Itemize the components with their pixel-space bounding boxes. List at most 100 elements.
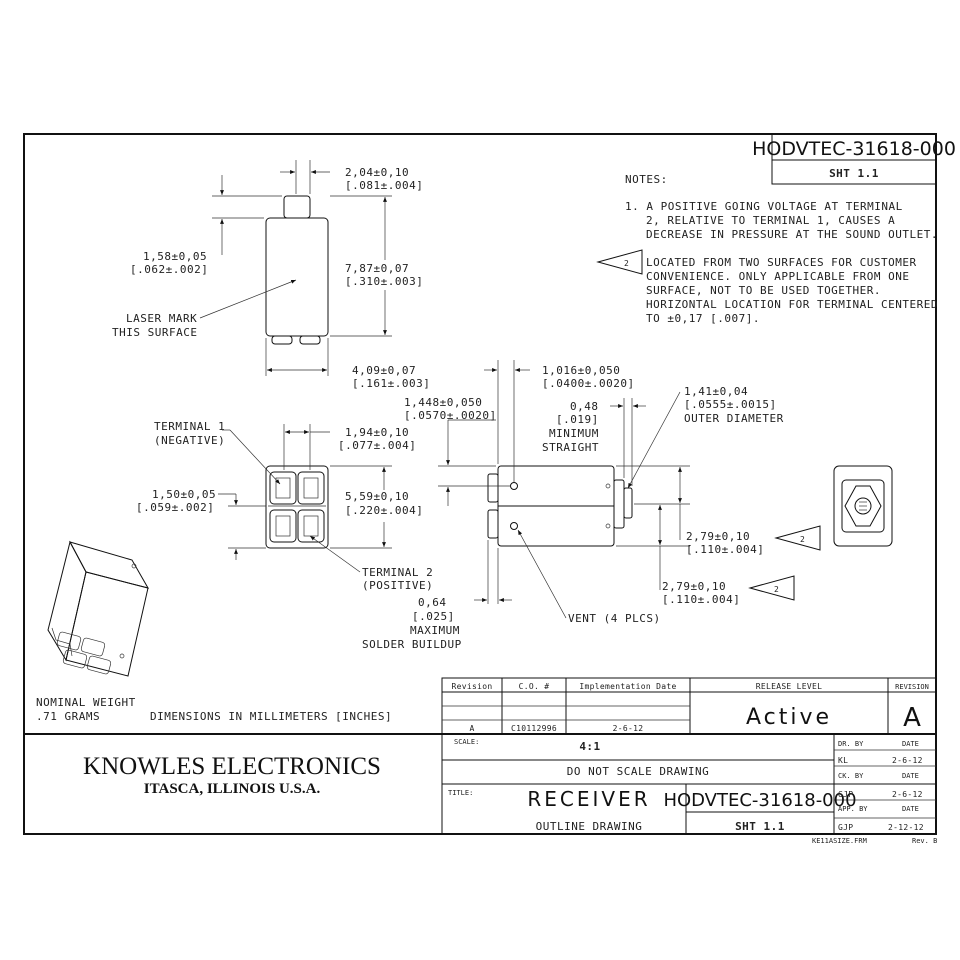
dr-by-label: DR. BY <box>838 740 864 748</box>
release-level-label: RELEASE LEVEL <box>756 682 823 691</box>
dim-2-04-inch: [.081±.004] <box>345 179 423 192</box>
dim-1-41-inch: [.0555±.0015] <box>684 398 777 411</box>
ck-date: 2-6-12 <box>892 790 923 799</box>
top-view: 2,04±0,10 [.081±.004] 1,58±0,05 [.062±.0… <box>112 160 430 390</box>
dim-2-79-a-inch: [.110±.004] <box>686 543 764 556</box>
terminal-2-label: TERMINAL 2 <box>362 566 433 579</box>
dim-4-09-inch: [.161±.003] <box>352 377 430 390</box>
note-flag-number: 2 <box>624 259 629 268</box>
isometric-view <box>47 540 150 677</box>
dim-7-87-inch: [.310±.003] <box>345 275 423 288</box>
dim-1-016: 1,016±0,050 <box>542 364 620 377</box>
dim-1-50: 1,50±0,05 <box>152 488 216 501</box>
weight-value: .71 GRAMS <box>36 710 100 723</box>
terminal-2-sub: (POSITIVE) <box>362 579 433 592</box>
title-sheet-number: SHT 1.1 <box>735 820 785 833</box>
note-2-line-2: CONVENIENCE. ONLY APPLICABLE FROM ONE <box>646 270 910 283</box>
note-2-line-5: TO ±0,17 [.007]. <box>646 312 760 325</box>
dr-date-label: DATE <box>902 740 919 748</box>
end-view <box>833 465 893 547</box>
release-level-value: Active <box>746 705 832 730</box>
drawing-border <box>23 133 937 835</box>
scale-value: 4:1 <box>579 740 600 753</box>
sheet-number: SHT 1.1 <box>829 167 879 180</box>
dim-5-59: 5,59±0,10 <box>345 490 409 503</box>
dim-0-48-straight: STRAIGHT <box>542 441 599 454</box>
revision-value: A <box>903 703 921 733</box>
dr-by: KL <box>838 756 848 765</box>
dim-1-41: 1,41±0,04 <box>684 385 748 398</box>
do-not-scale: DO NOT SCALE DRAWING <box>567 765 709 778</box>
rev-row-date: 2-6-12 <box>613 724 644 733</box>
terminal-1-label: TERMINAL 1 <box>154 420 225 433</box>
weight-label: NOMINAL WEIGHT <box>36 696 136 709</box>
dim-4-09: 4,09±0,07 <box>352 364 416 377</box>
dim-0-64-solder: SOLDER BUILDUP <box>362 638 462 651</box>
note-2-line-3: SURFACE, NOT TO BE USED TOGETHER. <box>646 284 881 297</box>
dim-0-48-inch: [.019] <box>556 413 599 426</box>
dim-1-448-inch: [.0570±.0020] <box>404 409 497 422</box>
ck-by-label: CK. BY <box>838 772 864 780</box>
title-drawing-number: HODVTEC-31618-000 <box>663 790 856 811</box>
rev-row-revision: A <box>469 724 474 733</box>
revision-label: REVISION <box>895 683 929 691</box>
app-by-label: APP. BY <box>838 805 868 813</box>
laser-mark-label-2: THIS SURFACE <box>112 326 197 339</box>
rev-header-co: C.O. # <box>519 682 550 691</box>
units-note: DIMENSIONS IN MILLIMETERS [INCHES] <box>150 710 392 723</box>
flag-a-number: 2 <box>800 535 805 544</box>
dim-5-59-inch: [.220±.004] <box>345 504 423 517</box>
dim-7-87: 7,87±0,07 <box>345 262 409 275</box>
rev-row-co: C10112996 <box>511 724 557 733</box>
rev-note: Rev. B <box>912 837 937 845</box>
dr-date: 2-6-12 <box>892 756 923 765</box>
terminal-view: TERMINAL 1 (NEGATIVE) 1,94±0,10 [.077±.0… <box>136 420 433 592</box>
dim-0-64-max: MAXIMUM <box>410 624 460 637</box>
company-name: KNOWLES ELECTRONICS <box>83 753 381 780</box>
title-label: TITLE: <box>448 789 473 797</box>
rev-header-revision: Revision <box>452 682 493 691</box>
ck-by: GJP <box>838 790 853 799</box>
app-date: 2-12-12 <box>888 823 924 832</box>
app-date-label: DATE <box>902 805 919 813</box>
notes: NOTES: 1. A POSITIVE GOING VOLTAGE AT TE… <box>596 173 938 325</box>
app-by: GJP <box>838 823 853 832</box>
flag-b-number: 2 <box>774 585 779 594</box>
terminal-1-sub: (NEGATIVE) <box>154 434 225 447</box>
dim-0-64: 0,64 <box>418 596 447 609</box>
note-1-line-3: DECREASE IN PRESSURE AT THE SOUND OUTLET… <box>646 228 938 241</box>
notes-header: NOTES: <box>625 173 668 186</box>
dim-2-79-b: 2,79±0,10 <box>662 580 726 593</box>
file-name: KE11ASIZE.FRM <box>812 837 867 845</box>
drawing-title: RECEIVER <box>527 787 650 811</box>
scale-label: SCALE: <box>454 738 479 746</box>
company-location: ITASCA, ILLINOIS U.S.A. <box>144 781 321 797</box>
note-2-line-4: HORIZONTAL LOCATION FOR TERMINAL CENTERE… <box>646 298 938 311</box>
dim-1-58-inch: [.062±.002] <box>130 263 208 276</box>
dim-2-04: 2,04±0,10 <box>345 166 409 179</box>
note-flag-triangle <box>596 249 643 275</box>
drawing-subtitle: OUTLINE DRAWING <box>536 820 643 833</box>
laser-mark-label: LASER MARK <box>126 312 197 325</box>
note-2-line-1: LOCATED FROM TWO SURFACES FOR CUSTOMER <box>646 256 917 269</box>
note-1-line-1: 1. A POSITIVE GOING VOLTAGE AT TERMINAL <box>625 200 903 213</box>
rev-header-date: Implementation Date <box>579 682 676 691</box>
dim-2-79-a: 2,79±0,10 <box>686 530 750 543</box>
flag-triangle-a <box>774 525 821 551</box>
dim-1-58: 1,58±0,05 <box>143 250 207 263</box>
note-1-line-2: 2, RELATIVE TO TERMINAL 1, CAUSES A <box>646 214 895 227</box>
dim-1-016-inch: [.0400±.0020] <box>542 377 635 390</box>
flag-triangle-b <box>748 575 795 601</box>
revision-table: Revision C.O. # Implementation Date A C1… <box>441 677 937 735</box>
dim-1-94: 1,94±0,10 <box>345 426 409 439</box>
dim-0-48: 0,48 <box>570 400 599 413</box>
dim-1-94-inch: [.077±.004] <box>338 439 416 452</box>
dim-0-64-inch: [.025] <box>412 610 455 623</box>
ck-date-label: DATE <box>902 772 919 780</box>
dim-1-41-label: OUTER DIAMETER <box>684 412 784 425</box>
title-block: SCALE: 4:1 DO NOT SCALE DRAWING TITLE: R… <box>441 734 936 834</box>
side-view: 1,016±0,050 [.0400±.0020] 1,448±0,050 [.… <box>362 360 821 651</box>
dim-0-48-min: MINIMUM <box>549 427 599 440</box>
